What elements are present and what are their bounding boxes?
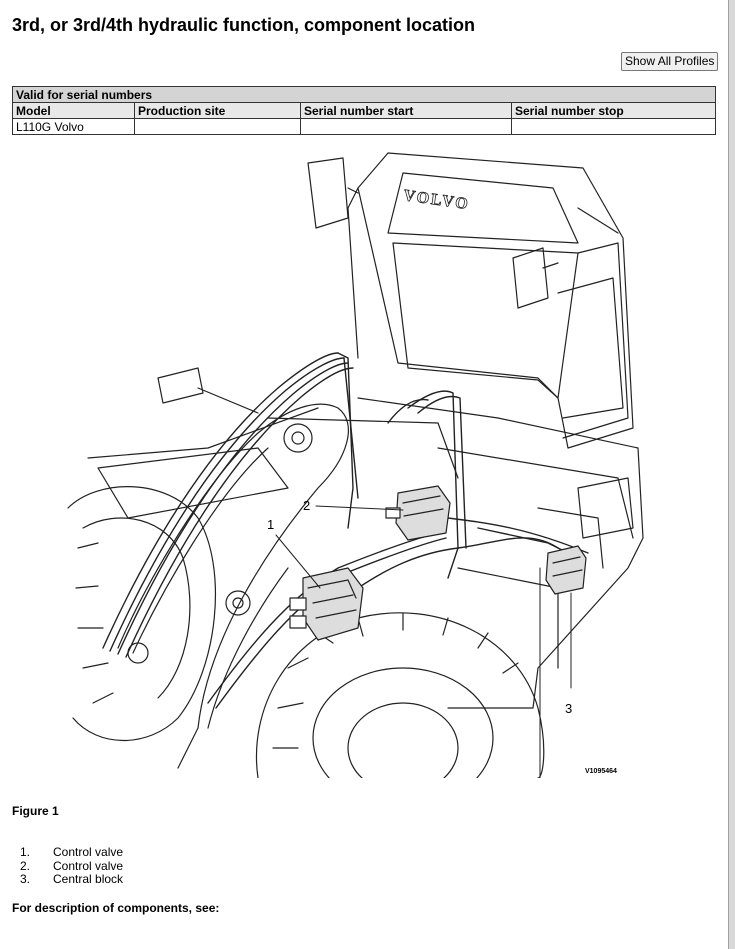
- control-valve-2-drawing: [385, 485, 451, 541]
- page-title: 3rd, or 3rd/4th hydraulic function, comp…: [12, 15, 476, 35]
- legend-number: 3.: [20, 872, 31, 886]
- table-caption: Valid for serial numbers: [12, 86, 716, 103]
- cell-serial-stop: [511, 118, 716, 135]
- figure-caption: Figure 1: [12, 804, 59, 818]
- legend-text: Central block: [53, 872, 124, 886]
- component-location-figure: VOLVO: [67, 152, 644, 778]
- callout-1: 1: [267, 517, 274, 532]
- serial-numbers-table: Valid for serial numbers Model Productio…: [12, 86, 716, 135]
- rear-wheel-drawing: [256, 612, 545, 778]
- callout-3: 3: [565, 701, 572, 716]
- cell-serial-start: [300, 118, 512, 135]
- front-wheel-drawing: [67, 486, 217, 742]
- cell-model: L110G Volvo: [12, 118, 135, 135]
- legend-number: 2.: [20, 858, 31, 873]
- header-model: Model: [12, 102, 135, 119]
- window-edge: [728, 0, 735, 949]
- header-serial-stop: Serial number stop: [511, 102, 716, 119]
- list-item: 2. Control valve: [20, 858, 124, 874]
- list-item: 3. Central block: [20, 872, 124, 887]
- cab-drawing: [307, 152, 634, 449]
- legend-text: Control valve: [53, 845, 124, 859]
- component-legend: 1. Control valve 2. Control valve 3. Centra…: [20, 845, 124, 887]
- legend-text: Control valve: [53, 858, 124, 873]
- callout-2: 2: [303, 498, 310, 513]
- central-block-drawing: [545, 545, 587, 595]
- hydraulic-hoses-drawing: [102, 352, 589, 709]
- control-valve-1-drawing: [289, 567, 364, 641]
- legend-number: 1.: [20, 845, 31, 859]
- callout-lines: [275, 505, 572, 778]
- list-item: 1. Control valve: [20, 845, 124, 860]
- description-label: For description of components, see:: [12, 901, 220, 915]
- cell-production-site: [134, 118, 301, 135]
- lift-arm-drawing: [117, 403, 349, 769]
- show-all-profiles-button[interactable]: Show All Profiles: [621, 52, 719, 71]
- brand-text: VOLVO: [402, 187, 470, 213]
- image-code: V1095464: [585, 768, 617, 775]
- header-serial-start: Serial number start: [300, 102, 512, 119]
- table-row: L110G Volvo: [12, 118, 716, 135]
- header-production-site: Production site: [134, 102, 301, 119]
